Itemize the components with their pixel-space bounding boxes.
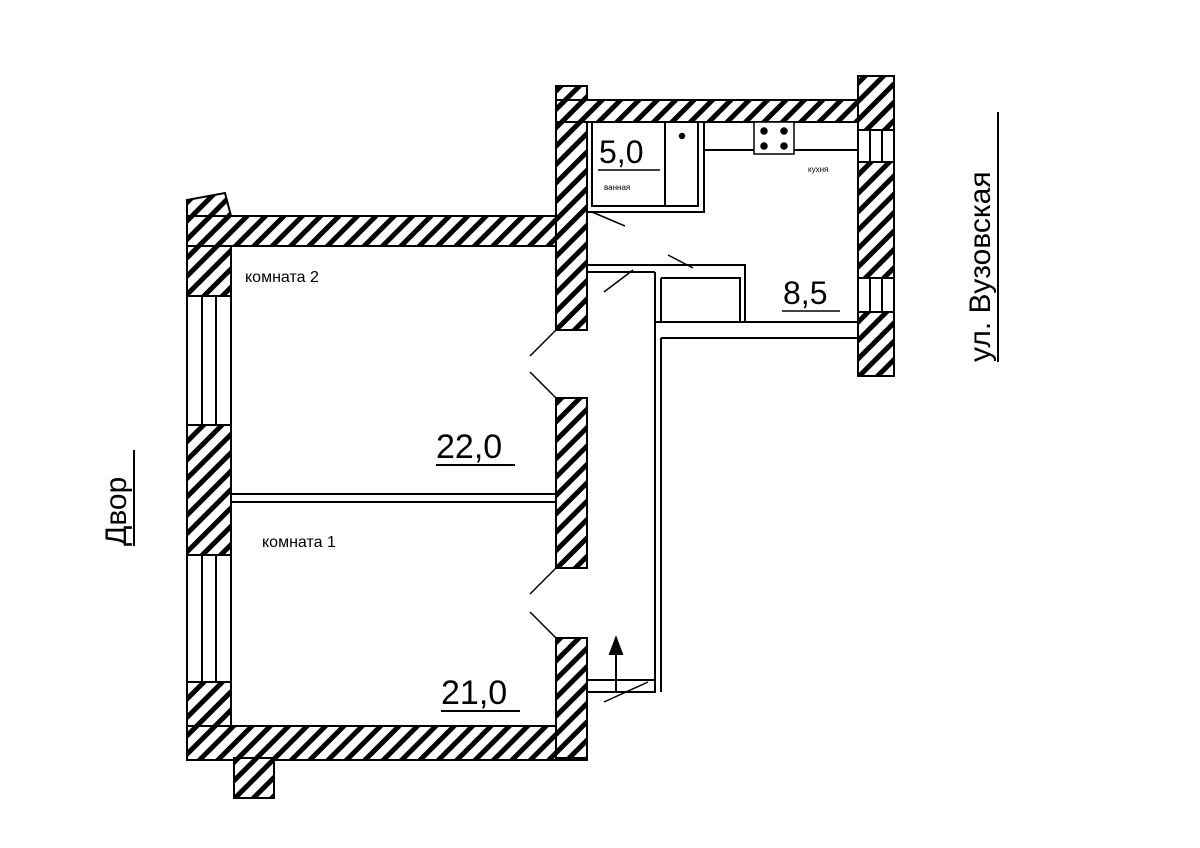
interior-partitions	[230, 122, 858, 693]
right-wall-bottom	[857, 311, 895, 377]
window-kitchen-bottom	[857, 277, 895, 313]
top-wall-rooms	[186, 215, 588, 247]
room1-area: 21,0	[441, 674, 507, 712]
yard-label: Двор	[100, 477, 133, 546]
bath-name: ванная	[604, 183, 630, 192]
partition-rooms	[230, 493, 557, 503]
room1-name: комната 1	[262, 534, 336, 551]
bath-walls	[586, 122, 705, 213]
window-room1	[186, 554, 232, 683]
top-wall-kitchen	[555, 99, 861, 123]
room2-name: комната 2	[245, 269, 319, 286]
window-room2	[186, 295, 232, 426]
left-wall-middle	[186, 424, 232, 556]
right-wall-top	[857, 75, 895, 131]
bottom-wall	[186, 725, 588, 761]
kitchen-name: кухня	[808, 165, 828, 174]
right-wall-middle	[857, 161, 895, 279]
window-kitchen-top	[857, 129, 895, 163]
spine-wall-bottom	[555, 637, 588, 759]
spine-wall-top	[555, 85, 588, 331]
bottom-wall-stub	[233, 757, 275, 799]
windows	[186, 129, 895, 683]
entrance	[587, 679, 656, 693]
spine-wall-middle	[555, 397, 588, 569]
room2-area: 22,0	[436, 428, 502, 466]
bath-area: 5,0	[599, 134, 643, 170]
fixtures	[678, 121, 795, 155]
structural-walls	[186, 75, 895, 799]
entrance-arrow-icon	[608, 635, 624, 692]
doors	[529, 211, 694, 703]
stove-icon	[753, 121, 795, 155]
kitchen-area: 8,5	[783, 275, 827, 311]
sink-drain-icon	[678, 132, 686, 140]
street-label: ул. Вузовская	[964, 171, 997, 362]
